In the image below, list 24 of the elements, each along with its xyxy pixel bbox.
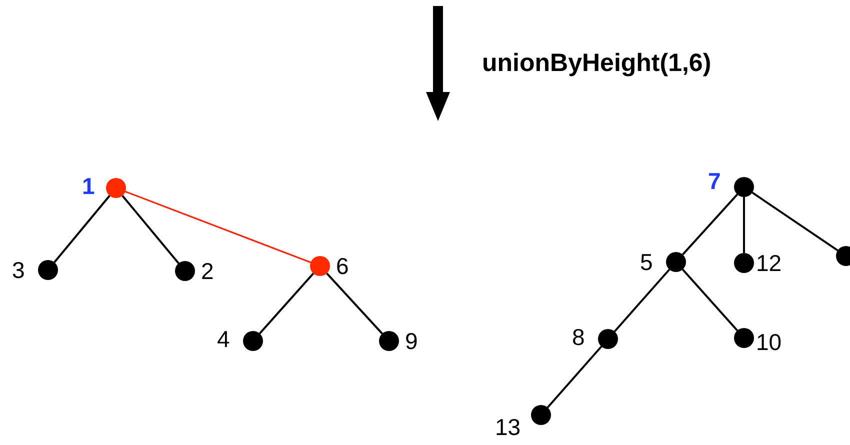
node-number: 13 [495,413,521,441]
tree-edge [546,346,602,408]
node-number: 5 [640,248,653,276]
node-number: 10 [756,328,782,356]
tree-edge [258,272,314,334]
tree-edge [122,195,180,264]
node-number: 3 [12,256,25,284]
node-number: 8 [572,323,585,351]
node-number: 12 [756,249,782,277]
node-number: 2 [201,257,214,285]
tree-edge [752,192,838,252]
node-number: 4 [217,325,230,353]
node-number: 7 [708,167,721,195]
tree-edge [614,268,670,332]
tree-edge [682,268,738,332]
node-number: 9 [405,327,418,355]
node-number: 1 [82,172,95,200]
tree-edge [54,195,110,263]
node-number: 6 [336,252,349,280]
tree-edge [682,194,738,256]
tree-edge [326,272,383,334]
tree-edge [125,190,311,264]
operation-label: unionByHeight(1,6) [482,48,712,79]
tree-edge [743,197,745,253]
